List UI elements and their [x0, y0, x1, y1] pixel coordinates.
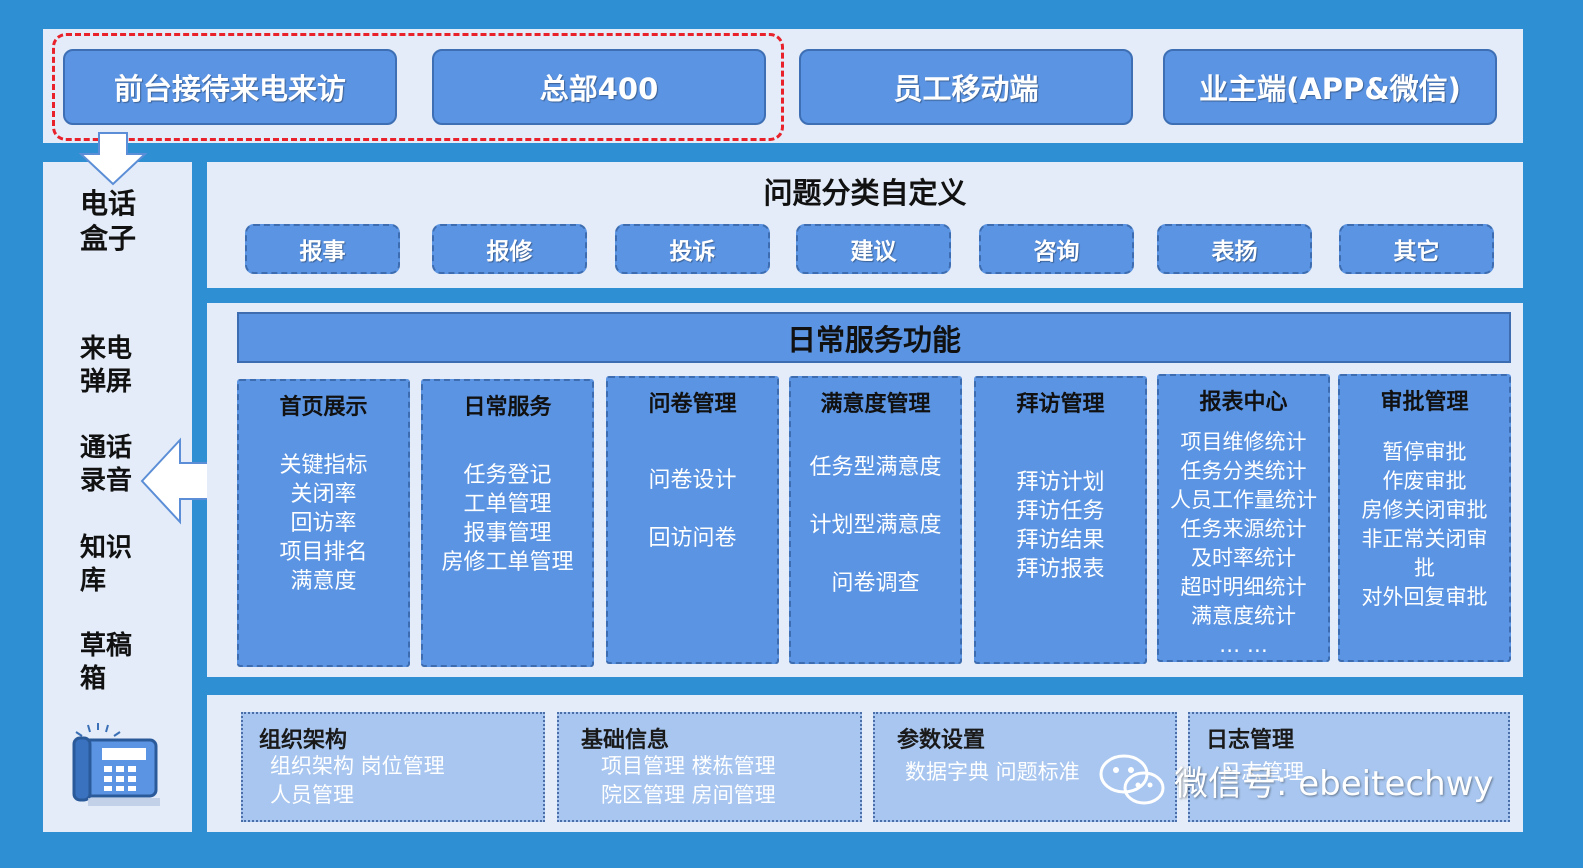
feature-item[interactable]: 满意度统计 — [1191, 604, 1296, 628]
feature-title: 报表中心 — [1199, 390, 1288, 415]
feature-item[interactable]: 计划型满意度 — [809, 513, 942, 538]
basics-params: 参数设置 数据字典 问题标准 — [873, 712, 1177, 822]
feature-item-spacer — [791, 540, 960, 569]
sidebar-item-knowledge[interactable]: 知识 库 — [80, 533, 133, 596]
feature-title: 问卷管理 — [648, 392, 737, 417]
feature-column-reports: 报表中心 项目维修统计 任务分类统计 人员工作量统计 任务来源统计 及时率统计 … — [1157, 374, 1330, 662]
feature-item[interactable]: 关键指标 — [279, 453, 368, 478]
feature-item[interactable]: 批 — [1414, 556, 1435, 580]
feature-item[interactable]: 暂停审批 — [1382, 440, 1467, 464]
highlight-frame — [52, 33, 784, 141]
watermark-text: 微信号: ebeitechwy — [1174, 763, 1494, 804]
channel-front-desk[interactable]: 前台接待来电来访 — [63, 49, 397, 125]
category-praise[interactable]: 表扬 — [1157, 224, 1312, 274]
category-consult[interactable]: 咨询 — [979, 224, 1134, 274]
sidebar-item-drafts[interactable]: 草稿 箱 — [80, 631, 133, 694]
daily-title-bar: 日常服务功能 — [237, 312, 1511, 363]
feature-item[interactable]: 拜访报表 — [1016, 557, 1105, 582]
wechat-watermark: 微信号: ebeitechwy — [1098, 752, 1494, 808]
basics-item[interactable]: 日志管理 — [1220, 760, 1304, 784]
basics-item[interactable]: 院区管理 房间管理 — [601, 783, 776, 807]
category-title: 问题分类自定义 — [763, 176, 967, 210]
category-complaint[interactable]: 投诉 — [615, 224, 770, 274]
feature-title: 拜访管理 — [1016, 392, 1105, 417]
feature-item[interactable]: 超时明细统计 — [1180, 575, 1307, 599]
basics-item[interactable]: 数据字典 问题标准 — [905, 760, 1080, 784]
basics-item[interactable]: 组织架构 岗位管理 — [270, 754, 445, 778]
feature-item[interactable]: 工单管理 — [463, 492, 552, 517]
feature-item[interactable]: 任务登记 — [463, 463, 552, 488]
channel-staff-mobile[interactable]: 员工移动端 — [799, 49, 1133, 125]
basics-title: 基础信息 — [581, 728, 670, 753]
feature-item[interactable]: 非正常关闭审 — [1361, 527, 1488, 551]
basics-title: 参数设置 — [897, 728, 986, 753]
feature-column-home: 首页展示 关键指标 关闭率 回访率 项目排名 满意度 — [237, 379, 410, 667]
feature-item[interactable]: 回访问卷 — [648, 526, 737, 551]
feature-item[interactable]: 及时率统计 — [1191, 546, 1296, 570]
wechat-icon — [1099, 754, 1165, 805]
category-other[interactable]: 其它 — [1339, 224, 1494, 274]
feature-item[interactable]: 问卷设计 — [648, 468, 737, 493]
feature-title: 首页展示 — [279, 395, 368, 420]
feature-item[interactable]: 关闭率 — [290, 482, 357, 507]
feature-column-daily-service: 日常服务 任务登记 工单管理 报事管理 房修工单管理 — [421, 379, 594, 667]
sidebar-item-popup[interactable]: 来电 弹屏 — [80, 334, 133, 397]
feature-item[interactable]: 项目维修统计 — [1180, 430, 1307, 454]
feature-item[interactable]: 拜访结果 — [1016, 528, 1105, 553]
feature-title: 满意度管理 — [820, 392, 931, 417]
basics-title: 日志管理 — [1206, 728, 1295, 753]
feature-column-questionnaire: 问卷管理 问卷设计 回访问卷 — [606, 376, 779, 664]
feature-item[interactable]: 人员工作量统计 — [1170, 488, 1317, 512]
down-arrow-icon — [79, 132, 147, 186]
feature-item[interactable]: 任务分类统计 — [1180, 459, 1307, 483]
category-report[interactable]: 报事 — [245, 224, 400, 274]
feature-column-visit: 拜访管理 拜访计划 拜访任务 拜访结果 拜访报表 — [974, 376, 1147, 664]
feature-column-satisfaction: 满意度管理 任务型满意度 计划型满意度 问卷调查 — [789, 376, 962, 664]
feature-column-approval: 审批管理 暂停审批 作废审批 房修关闭审批 非正常关闭审 批 对外回复审批 — [1338, 374, 1511, 662]
feature-item-spacer — [608, 495, 777, 524]
feature-item-ellipsis: … … — [1219, 633, 1268, 657]
feature-item[interactable]: 作废审批 — [1382, 469, 1467, 493]
feature-item[interactable]: 回访率 — [290, 511, 357, 536]
feature-item[interactable]: 对外回复审批 — [1361, 585, 1488, 609]
feature-item[interactable]: 拜访任务 — [1016, 499, 1105, 524]
basics-log: 日志管理 日志管理 — [1188, 712, 1510, 822]
feature-item[interactable]: 拜访计划 — [1016, 470, 1105, 495]
feature-item[interactable]: 房修工单管理 — [441, 550, 574, 575]
feature-title: 日常服务 — [463, 395, 552, 420]
channel-hq-400[interactable]: 总部400 — [432, 49, 766, 125]
feature-item[interactable]: 项目排名 — [279, 540, 368, 565]
basics-item[interactable]: 项目管理 楼栋管理 — [601, 754, 776, 778]
feature-item[interactable]: 问卷调查 — [831, 571, 920, 596]
feature-item[interactable]: 任务来源统计 — [1180, 517, 1307, 541]
feature-item-spacer — [791, 482, 960, 511]
channel-owner-app[interactable]: 业主端(APP&微信) — [1163, 49, 1497, 125]
basics-org: 组织架构 组织架构 岗位管理 人员管理 — [241, 712, 545, 822]
telephone-icon — [72, 723, 160, 806]
feature-item[interactable]: 任务型满意度 — [809, 455, 942, 480]
category-repair[interactable]: 报修 — [432, 224, 587, 274]
feature-item[interactable]: 报事管理 — [463, 521, 552, 546]
basics-item[interactable]: 人员管理 — [270, 783, 354, 807]
basics-title: 组织架构 — [259, 728, 348, 753]
feature-item[interactable]: 满意度 — [290, 569, 357, 594]
feature-title: 审批管理 — [1380, 390, 1469, 415]
feature-item[interactable]: 房修关闭审批 — [1361, 498, 1488, 522]
category-suggestion[interactable]: 建议 — [796, 224, 951, 274]
phone-box-label: 电话 盒子 — [80, 187, 137, 255]
sidebar-item-recording[interactable]: 通话 录音 — [80, 433, 133, 496]
basics-info: 基础信息 项目管理 楼栋管理 院区管理 房间管理 — [557, 712, 862, 822]
